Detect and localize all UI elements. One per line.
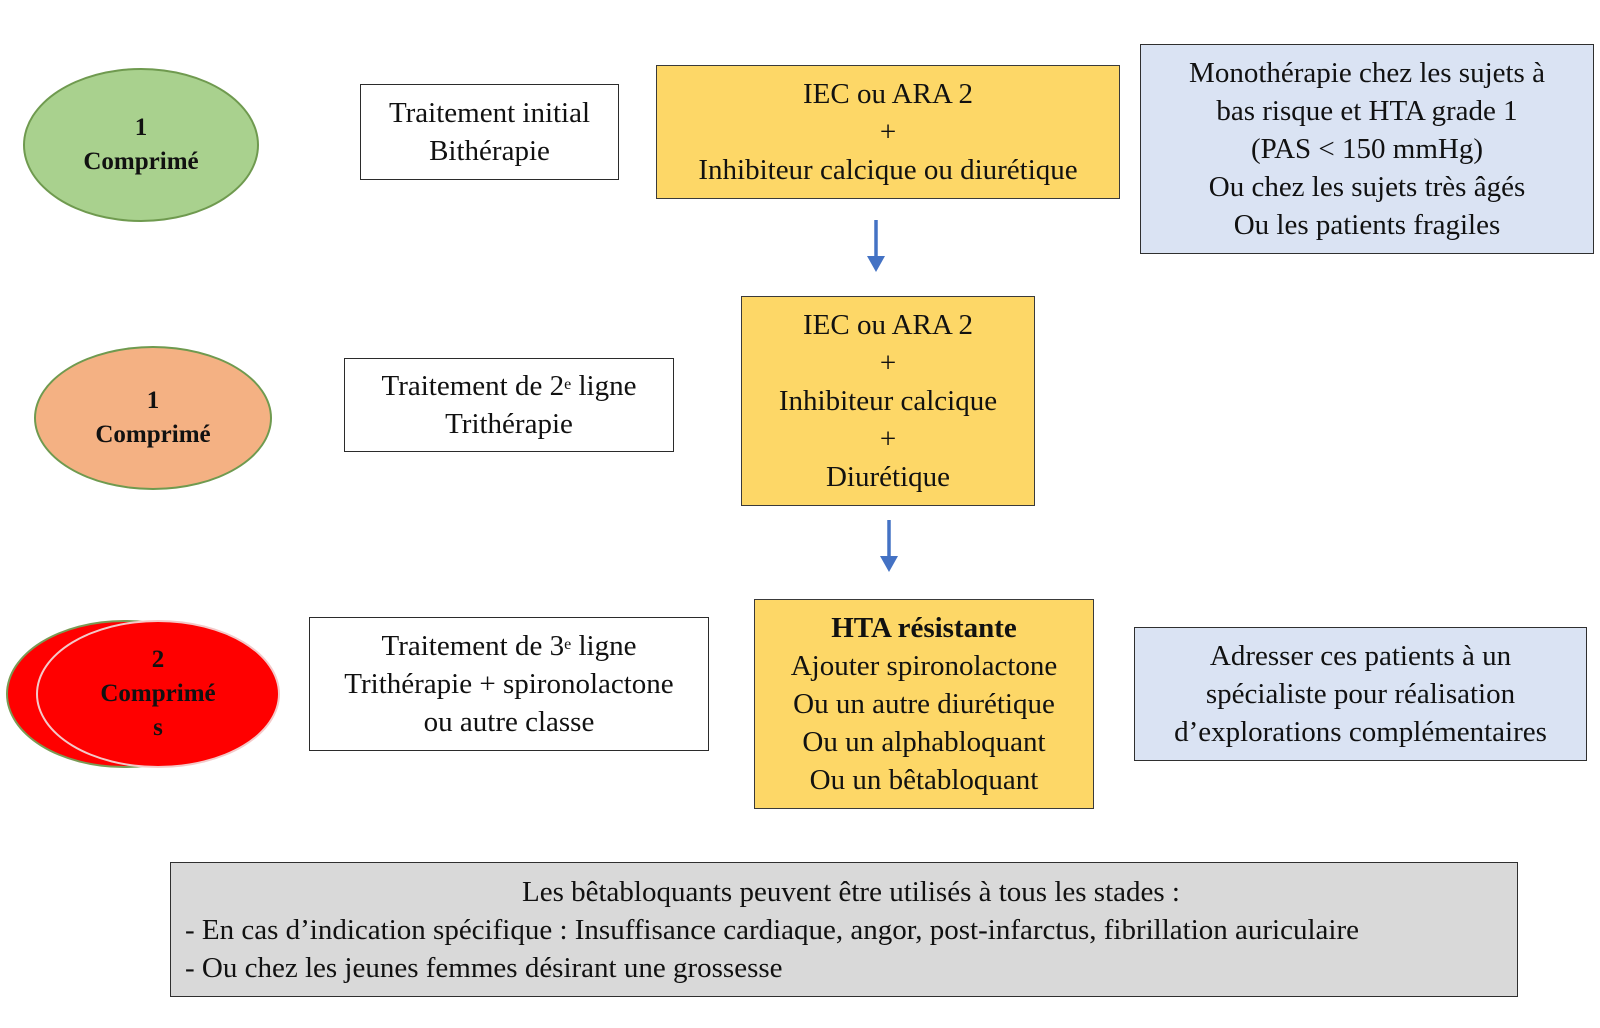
- side-note-line: d’explorations complémentaires: [1174, 716, 1547, 748]
- footer-note-box: Les bêtabloquants peuvent être utilisés …: [170, 862, 1518, 997]
- step-title: Traitement initial: [388, 97, 591, 129]
- treatment-line: Inhibiteur calcique ou diurétique: [698, 154, 1078, 186]
- step-subtitle: Bithérapie: [429, 135, 550, 167]
- treatment-step-box: Traitement de 2e ligne Trithérapie: [344, 358, 674, 452]
- pill-count: 1: [146, 387, 160, 414]
- pill-label-suffix: s: [153, 714, 163, 741]
- pill-count-oval: 1 Comprimé: [23, 68, 259, 222]
- treatment-line: +: [879, 116, 897, 148]
- side-note-line: spécialiste pour réalisation: [1205, 678, 1516, 710]
- down-arrow-icon: [880, 520, 898, 572]
- step-title: Traitement de 2e ligne: [381, 370, 637, 402]
- treatment-box: IEC ou ARA 2 + Inhibiteur calcique + Diu…: [741, 296, 1035, 506]
- treatment-line: IEC ou ARA 2: [803, 309, 973, 341]
- pill-label: Comprimé: [100, 680, 216, 707]
- side-note-line: Monothérapie chez les sujets à: [1189, 57, 1545, 89]
- treatment-line: Ou un alphabloquant: [802, 726, 1046, 758]
- treatment-line: Ou un autre diurétique: [793, 688, 1055, 720]
- footer-note-item: - Ou chez les jeunes femmes désirant une…: [185, 951, 783, 984]
- step-subtitle: Trithérapie: [445, 408, 573, 440]
- treatment-step-box: Traitement de 3e ligne Trithérapie + spi…: [309, 617, 709, 751]
- pill-count: 1: [134, 114, 148, 141]
- side-note-line: (PAS < 150 mmHg): [1250, 133, 1483, 165]
- side-note-line: Ou les patients fragiles: [1233, 209, 1501, 241]
- treatment-line: Ajouter spironolactone: [790, 650, 1058, 682]
- pill-count-oval: 2 Comprimé s: [36, 620, 280, 768]
- down-arrow-icon: [867, 220, 885, 272]
- side-note-line: Ou chez les sujets très âgés: [1208, 171, 1526, 203]
- treatment-line: +: [879, 423, 897, 455]
- side-note-box: Adresser ces patients à un spécialiste p…: [1134, 627, 1587, 761]
- side-note-line: bas risque et HTA grade 1: [1216, 95, 1518, 127]
- treatment-step-box: Traitement initial Bithérapie: [360, 84, 619, 180]
- pill-count-oval: 1 Comprimé: [34, 346, 272, 490]
- treatment-title: HTA résistante: [831, 612, 1017, 644]
- step-subtitle: ou autre classe: [423, 706, 595, 738]
- treatment-line: IEC ou ARA 2: [803, 78, 973, 110]
- pill-count: 2: [151, 646, 165, 673]
- treatment-line: +: [879, 347, 897, 379]
- footer-note-item: - En cas d’indication spécifique : Insuf…: [185, 913, 1359, 946]
- step-title: Traitement de 3e ligne: [381, 630, 637, 662]
- double-pill-oval: 2 Comprimé s: [6, 620, 280, 770]
- footer-note-title: Les bêtabloquants peuvent être utilisés …: [522, 875, 1180, 908]
- treatment-line: Ou un bêtabloquant: [809, 764, 1039, 796]
- side-note-box: Monothérapie chez les sujets à bas risqu…: [1140, 44, 1594, 254]
- treatment-line: Inhibiteur calcique: [778, 385, 998, 417]
- side-note-line: Adresser ces patients à un: [1209, 640, 1512, 672]
- pill-label: Comprimé: [95, 421, 211, 448]
- treatment-box: HTA résistante Ajouter spironolactone Ou…: [754, 599, 1094, 809]
- step-subtitle: Trithérapie + spironolactone: [344, 668, 674, 700]
- pill-label: Comprimé: [83, 148, 199, 175]
- treatment-box: IEC ou ARA 2 + Inhibiteur calcique ou di…: [656, 65, 1120, 199]
- treatment-line: Diurétique: [825, 461, 950, 493]
